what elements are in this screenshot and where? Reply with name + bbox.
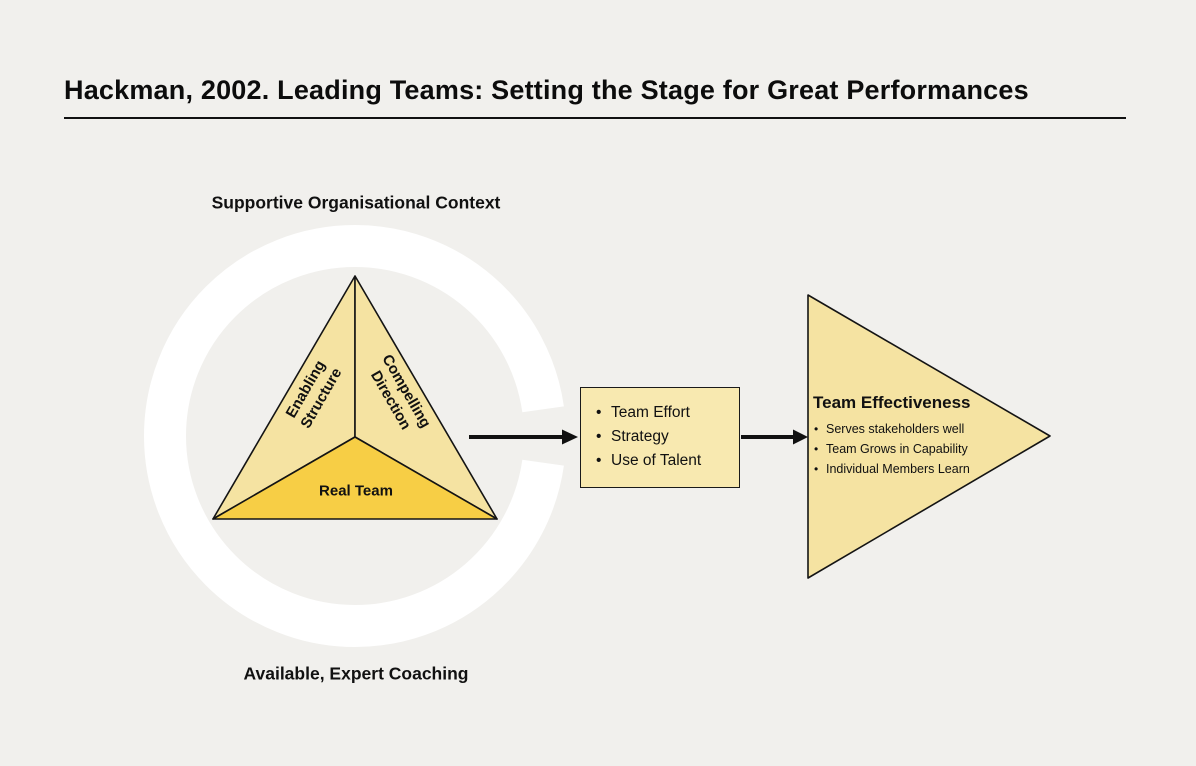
triangle-bottom-section [212, 436, 498, 520]
arrow-right-icon [469, 429, 578, 445]
process-criteria-box: Team Effort Strategy Use of Talent [580, 387, 740, 488]
team-effectiveness-list: Serves stakeholders well Team Grows in C… [813, 419, 1033, 479]
list-item: Team Effort [596, 401, 739, 425]
list-item: Team Grows in Capability [813, 439, 1033, 459]
list-item: Strategy [596, 425, 739, 449]
title-divider [64, 117, 1126, 119]
team-effectiveness-title: Team Effectiveness [813, 393, 971, 412]
real-team-label: Real Team [319, 482, 393, 500]
page-title: Hackman, 2002. Leading Teams: Setting th… [64, 75, 1029, 106]
team-effectiveness-block: Team Effectiveness Serves stakeholders w… [813, 393, 1033, 479]
context-ring [144, 225, 566, 647]
list-item: Use of Talent [596, 449, 739, 473]
supportive-context-label: Supportive Organisational Context [211, 192, 501, 213]
list-item: Individual Members Learn [813, 459, 1033, 479]
expert-coaching-label: Available, Expert Coaching [243, 663, 469, 684]
arrow-right-icon [741, 429, 808, 445]
list-item: Serves stakeholders well [813, 419, 1033, 439]
process-criteria-list: Team Effort Strategy Use of Talent [581, 401, 739, 473]
